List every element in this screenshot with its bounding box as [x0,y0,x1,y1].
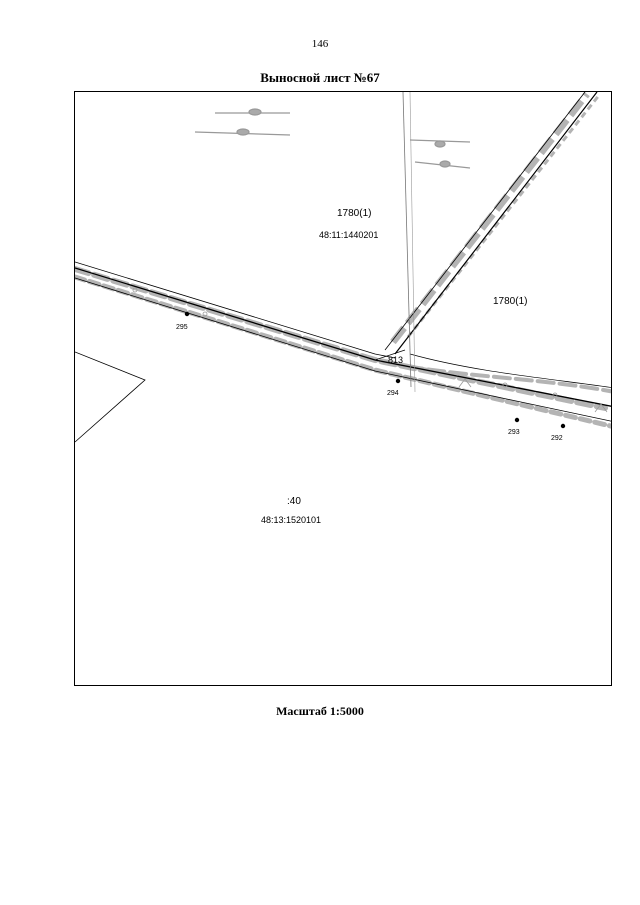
point-293 [514,417,520,423]
cadastral-label-1: 48:11:1440201 [319,230,378,240]
point-295 [184,311,190,317]
point-292 [560,423,566,429]
cadastral-label-3: 48:13:1520101 [261,515,321,525]
road-main-lines [75,261,611,422]
point-294 [395,378,401,384]
parcel-label-1: 1780(1) [337,208,371,219]
parcel-label-2: 1780(1) [493,296,527,307]
sheet-title: Выносной лист №67 [260,70,380,85]
parcel-label-4: 813 [388,355,403,365]
parcel-boundary [402,92,416,393]
road-diagonal-lines [384,92,598,355]
page-number: 146 [311,38,329,50]
parcel-label-3: :40 [287,496,301,507]
point-label-294: 294 [387,390,399,397]
map-canvas: 1780(1) 48:11:1440201 1780(1) :40 48:13:… [75,92,611,525]
point-label-292: 292 [551,435,563,442]
survey-points [184,311,566,429]
terrain-marks [132,287,608,413]
map-frame: 1780(1) 48:11:1440201 1780(1) :40 48:13:… [74,91,612,686]
parcel-triangle [75,351,146,443]
point-label-293: 293 [508,429,520,436]
point-label-295: 295 [176,324,188,331]
ditch-symbols [194,108,471,169]
scale-label: Масштаб 1:5000 [276,704,364,718]
